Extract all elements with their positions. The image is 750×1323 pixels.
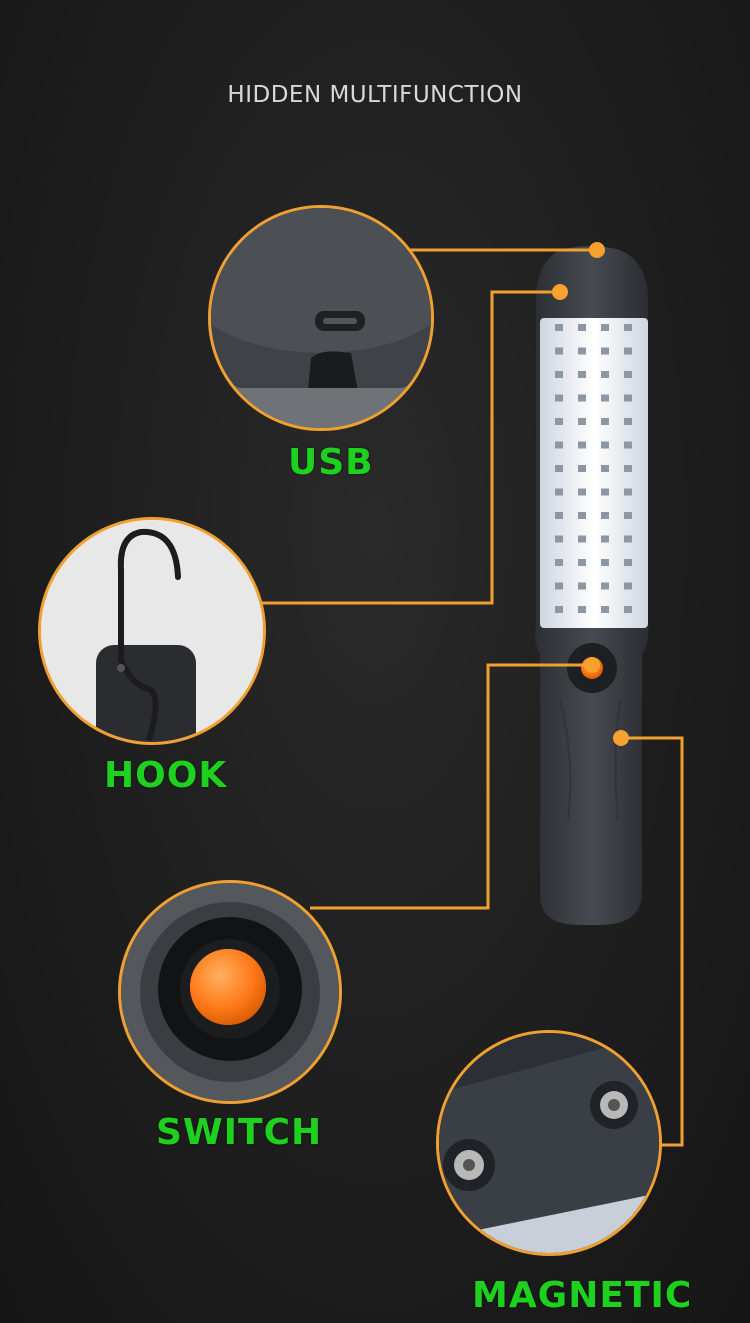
led-chip	[624, 488, 632, 496]
hook-detail-circle	[38, 517, 266, 745]
led-chip	[601, 465, 609, 472]
led-chip	[555, 606, 563, 613]
hook-label: HOOK	[104, 755, 228, 796]
connector-dots	[552, 242, 629, 746]
led-chip	[601, 324, 609, 331]
led-chip	[624, 559, 632, 566]
connector-lines	[260, 248, 684, 1147]
led-chip	[624, 465, 632, 472]
magnetic-label: MAGNETIC	[472, 1275, 693, 1316]
led-chip	[578, 324, 586, 331]
work-light	[535, 246, 649, 925]
led-chip	[601, 441, 609, 449]
led-chip	[624, 394, 632, 402]
led-chip	[601, 371, 609, 378]
led-chip	[624, 512, 632, 519]
led-chip	[624, 441, 632, 449]
led-chip	[555, 441, 563, 449]
magnet-icon	[439, 1033, 659, 1253]
led-chip	[601, 488, 609, 496]
led-chip	[601, 606, 609, 613]
switch-label: SWITCH	[156, 1112, 323, 1153]
usb-label: USB	[288, 442, 374, 483]
switch-icon	[121, 883, 339, 1101]
led-chip	[578, 559, 586, 566]
led-chip	[578, 441, 586, 449]
hook-icon	[41, 520, 263, 742]
led-chip	[578, 535, 586, 543]
led-chip	[624, 347, 632, 355]
led-chip	[578, 371, 586, 378]
magnetic-detail-circle	[436, 1030, 662, 1256]
led-chip	[624, 582, 632, 590]
led-chip	[624, 418, 632, 425]
led-chip	[555, 559, 563, 566]
led-chip	[624, 324, 632, 331]
led-chip	[578, 488, 586, 496]
led-chip	[624, 606, 632, 613]
led-chip	[555, 512, 563, 519]
led-chip	[555, 371, 563, 378]
led-chip	[555, 535, 563, 543]
led-chip	[555, 394, 563, 402]
led-chip	[601, 512, 609, 519]
led-chip	[555, 324, 563, 331]
led-chip	[555, 582, 563, 590]
led-chip	[624, 535, 632, 543]
switch-detail-circle	[118, 880, 342, 1104]
led-chip	[578, 512, 586, 519]
led-grid	[555, 324, 632, 613]
usb-detail-circle	[208, 205, 434, 431]
led-chip	[601, 347, 609, 355]
led-chip	[578, 418, 586, 425]
led-panel	[540, 318, 648, 628]
led-chip	[578, 465, 586, 472]
led-chip	[624, 371, 632, 378]
led-chip	[555, 418, 563, 425]
led-chip	[601, 582, 609, 590]
led-chip	[601, 418, 609, 425]
page-title: HIDDEN MULTIFUNCTION	[227, 82, 523, 108]
led-chip	[601, 535, 609, 543]
led-chip	[555, 488, 563, 496]
led-chip	[578, 606, 586, 613]
led-chip	[578, 394, 586, 402]
led-chip	[601, 394, 609, 402]
led-chip	[555, 465, 563, 472]
led-chip	[555, 347, 563, 355]
led-chip	[578, 582, 586, 590]
led-chip	[578, 347, 586, 355]
usb-port-icon	[211, 208, 431, 428]
led-chip	[601, 559, 609, 566]
